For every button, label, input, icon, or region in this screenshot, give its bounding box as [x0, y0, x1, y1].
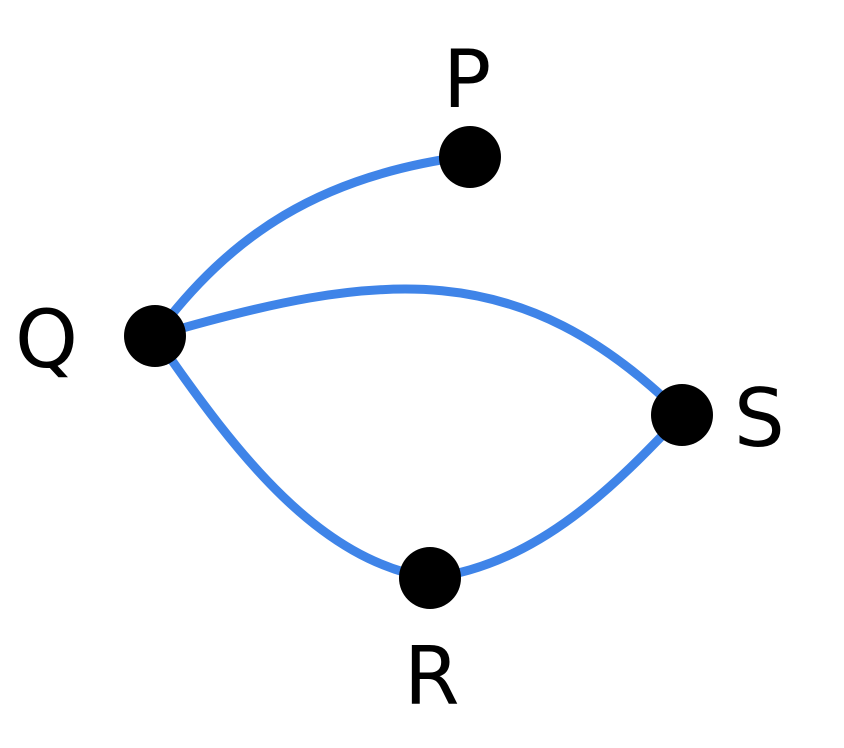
- node-label-s: S: [734, 372, 785, 465]
- node-label-p: P: [443, 33, 491, 126]
- node-r: [399, 547, 461, 609]
- node-label-q: Q: [15, 293, 78, 386]
- edge-r-s: [425, 410, 687, 583]
- node-s: [651, 384, 713, 446]
- edge-q-r: [150, 331, 435, 583]
- edge-q-p: [150, 151, 473, 341]
- edge-q-s: [150, 284, 687, 420]
- node-q: [124, 305, 186, 367]
- node-p: [439, 126, 501, 188]
- node-label-r: R: [404, 630, 460, 723]
